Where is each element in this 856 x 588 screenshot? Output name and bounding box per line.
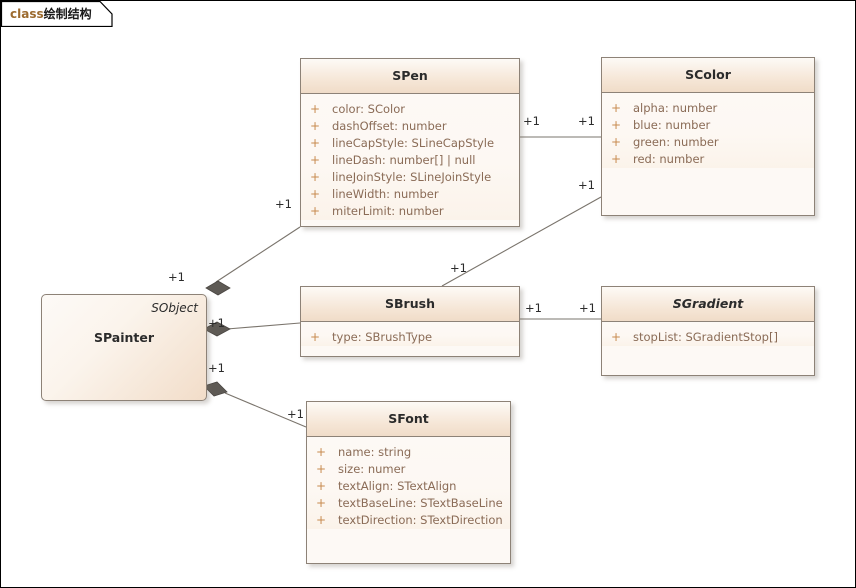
attribute-row: + textDirection: STextDirection	[307, 512, 510, 529]
attribute-signature: size: numer	[338, 462, 406, 476]
multiplicity-sbrush-sgradient: +1	[525, 301, 542, 315]
visibility-marker: +	[611, 135, 622, 149]
composition-diamond-spen	[205, 280, 231, 296]
attribute-signature: red: number	[633, 152, 705, 166]
attribute-row: + blue: number	[602, 117, 814, 134]
attribute-signature: miterLimit: number	[332, 204, 444, 218]
class-box-sbrush[interactable]: SBrush + type: SBrushType	[300, 286, 520, 357]
class-sbrush-attributes: + type: SBrushType	[301, 322, 519, 346]
multiplicity-spen-scolor: +1	[523, 114, 540, 128]
frame-tab-shape	[1, 1, 113, 27]
class-sgradient-name: SGradient	[672, 296, 744, 311]
multiplicity-scolor-sbrush: +1	[578, 178, 595, 192]
attribute-row: + lineDash: number[] | null	[301, 152, 519, 169]
visibility-marker: +	[310, 136, 321, 150]
attribute-signature: name: string	[338, 445, 412, 459]
visibility-marker: +	[310, 330, 321, 344]
class-sfont-name: SFont	[388, 411, 429, 426]
attribute-row: + stopList: SGradientStop[]	[602, 329, 814, 346]
class-scolor-header: SColor	[602, 58, 814, 93]
frame-tab-name: 绘制结构	[43, 7, 92, 21]
class-box-sfont[interactable]: SFont + name: string + size: numer + tex…	[306, 401, 511, 564]
frame-tab-label: class绘制结构	[10, 6, 92, 22]
class-box-spen[interactable]: SPen + color: SColor + dashOffset: numbe…	[300, 58, 520, 227]
class-sbrush-header: SBrush	[301, 287, 519, 322]
multiplicity-sbrush-scolor: +1	[450, 261, 467, 275]
visibility-marker: +	[310, 102, 321, 116]
attribute-row: + name: string	[307, 444, 510, 461]
visibility-marker: +	[316, 479, 327, 493]
attribute-row: + alpha: number	[602, 100, 814, 117]
multiplicity-sgradient-sbrush: +1	[579, 301, 596, 315]
attribute-row: + lineWidth: number	[301, 186, 519, 203]
visibility-marker: +	[310, 204, 321, 218]
attribute-row: + dashOffset: number	[301, 118, 519, 135]
class-spen-header: SPen	[301, 59, 519, 94]
attribute-signature: lineJoinStyle: SLineJoinStyle	[332, 170, 492, 184]
attribute-row: + lineCapStyle: SLineCapStyle	[301, 135, 519, 152]
attribute-signature: lineCapStyle: SLineCapStyle	[332, 136, 495, 150]
attribute-signature: lineDash: number[] | null	[332, 153, 476, 167]
visibility-marker: +	[611, 330, 622, 344]
class-sgradient-header: SGradient	[602, 287, 814, 322]
class-box-sgradient[interactable]: SGradient + stopList: SGradientStop[]	[601, 286, 815, 376]
class-spainter-name: SPainter	[93, 330, 155, 345]
attribute-signature: dashOffset: number	[332, 119, 447, 133]
attribute-signature: textDirection: STextDirection	[338, 513, 503, 527]
class-spen-name: SPen	[392, 68, 428, 83]
class-box-scolor[interactable]: SColor + alpha: number + blue: number + …	[601, 57, 815, 216]
visibility-marker: +	[611, 152, 622, 166]
attribute-signature: blue: number	[633, 118, 711, 132]
connector-spainter-spen	[215, 226, 301, 283]
frame-tab-keyword: class	[10, 7, 44, 21]
connector-spainter-sbrush	[226, 322, 301, 330]
visibility-marker: +	[611, 118, 622, 132]
class-box-spainter[interactable]: SObject SPainter	[41, 294, 207, 401]
visibility-marker: +	[316, 496, 327, 510]
visibility-marker: +	[316, 513, 327, 527]
visibility-marker: +	[310, 187, 321, 201]
attribute-signature: stopList: SGradientStop[]	[633, 330, 778, 344]
attribute-signature: type: SBrushType	[332, 330, 433, 344]
class-spen-attributes: + color: SColor + dashOffset: number + l…	[301, 94, 519, 220]
attribute-row: + textBaseLine: STextBaseLine	[307, 495, 510, 512]
class-scolor-name: SColor	[685, 67, 731, 82]
multiplicity-scolor-spen: +1	[578, 114, 595, 128]
class-sfont-header: SFont	[307, 402, 510, 437]
multiplicity-sfont-spainter: +1	[287, 407, 304, 421]
attribute-signature: textBaseLine: STextBaseLine	[338, 496, 503, 510]
visibility-marker: +	[611, 101, 622, 115]
multiplicity-spainter-spen: +1	[168, 270, 185, 284]
attribute-signature: green: number	[633, 135, 719, 149]
attribute-signature: color: SColor	[332, 102, 405, 116]
attribute-row: + color: SColor	[301, 101, 519, 118]
attribute-row: + red: number	[602, 151, 814, 168]
visibility-marker: +	[316, 445, 327, 459]
frame-tab: class绘制结构	[1, 1, 113, 27]
multiplicity-spen-spainter: +1	[275, 197, 292, 211]
composition-diamond-sfont	[203, 381, 228, 397]
multiplicity-spainter-sfont: +1	[208, 361, 225, 375]
class-sgradient-attributes: + stopList: SGradientStop[]	[602, 322, 814, 346]
attribute-row: + type: SBrushType	[301, 329, 519, 346]
class-sfont-attributes: + name: string + size: numer + textAlign…	[307, 437, 510, 529]
visibility-marker: +	[310, 153, 321, 167]
class-spainter-parent: SObject	[151, 301, 198, 315]
attribute-signature: textAlign: STextAlign	[338, 479, 457, 493]
multiplicity-spainter-sbrush: +1	[208, 316, 225, 330]
visibility-marker: +	[310, 170, 321, 184]
visibility-marker: +	[310, 119, 321, 133]
attribute-row: + miterLimit: number	[301, 203, 519, 220]
attribute-row: + size: numer	[307, 461, 510, 478]
attribute-signature: alpha: number	[633, 101, 718, 115]
attribute-signature: lineWidth: number	[332, 187, 439, 201]
visibility-marker: +	[316, 462, 327, 476]
attribute-row: + lineJoinStyle: SLineJoinStyle	[301, 169, 519, 186]
attribute-row: + green: number	[602, 134, 814, 151]
class-scolor-attributes: + alpha: number + blue: number + green: …	[602, 93, 814, 168]
class-sbrush-name: SBrush	[385, 296, 435, 311]
attribute-row: + textAlign: STextAlign	[307, 478, 510, 495]
